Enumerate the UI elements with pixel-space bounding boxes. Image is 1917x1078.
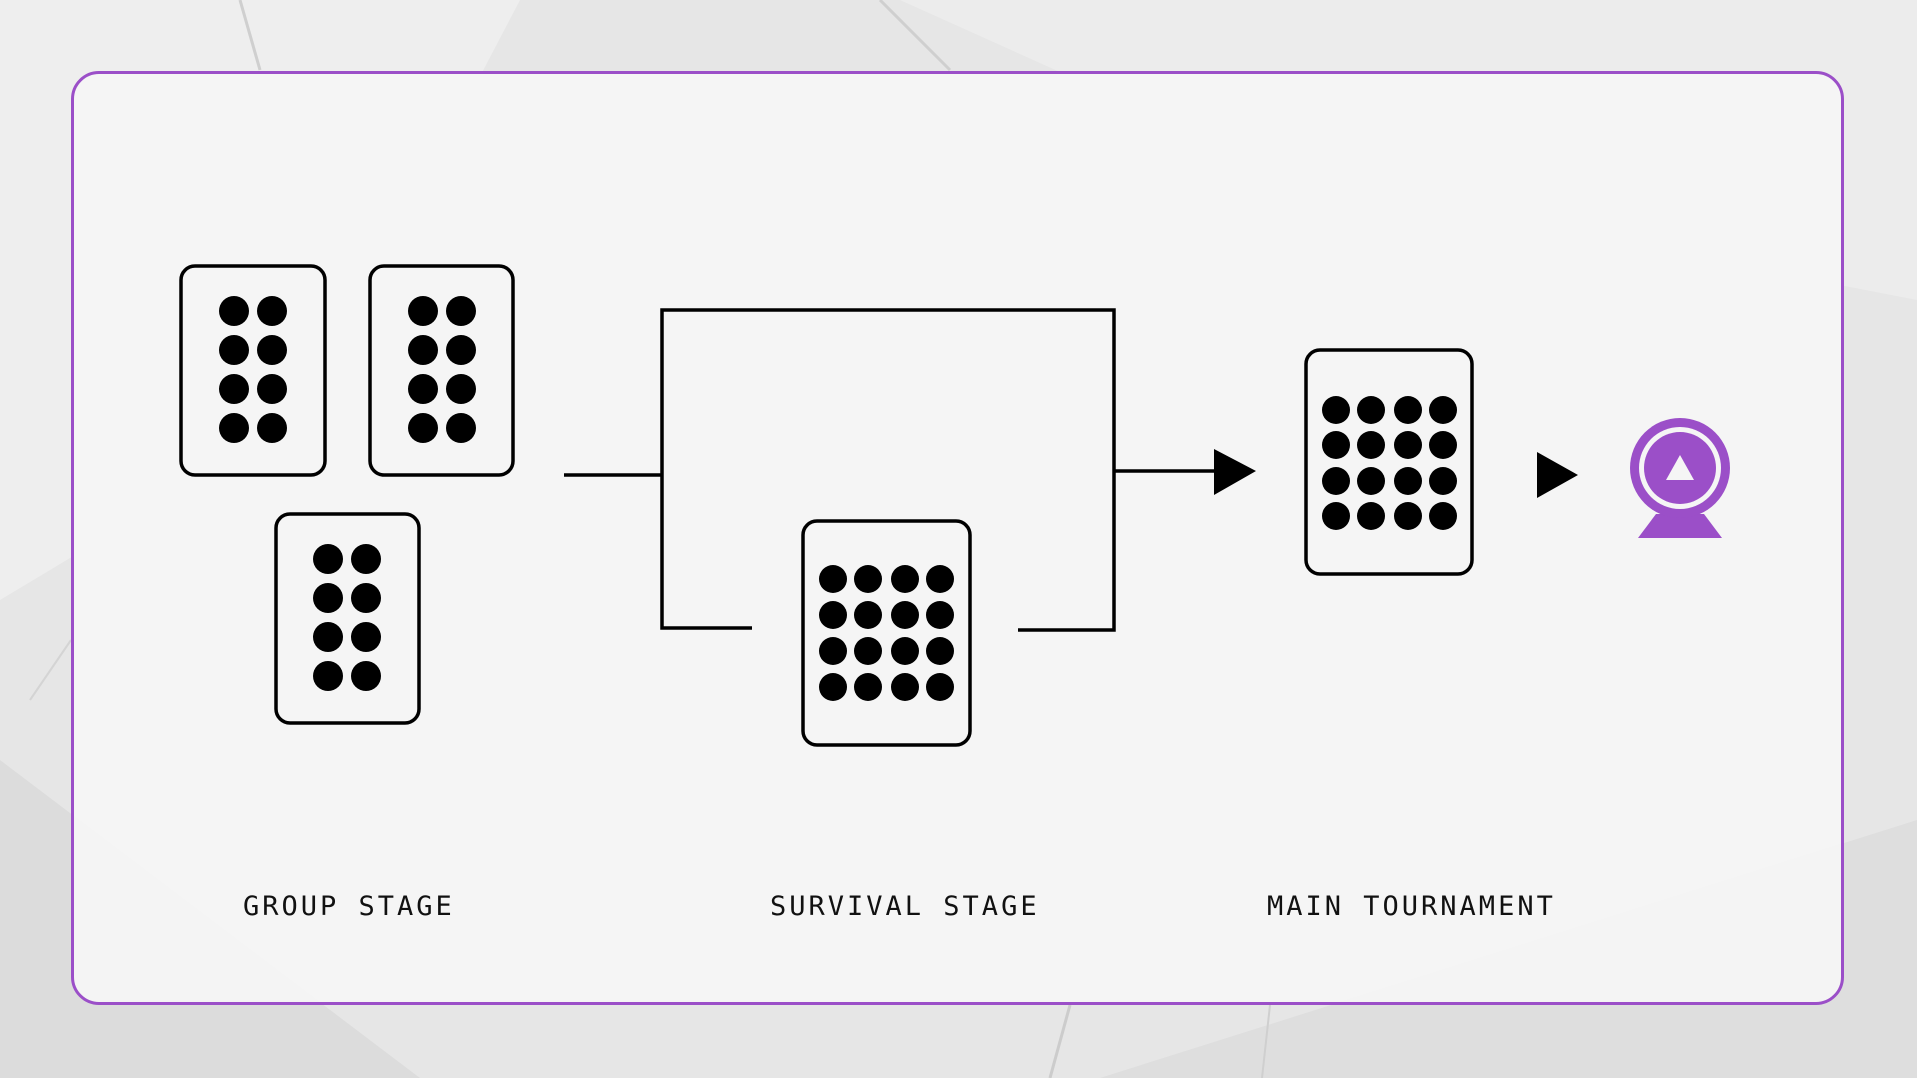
play-arrow-icon: [1537, 452, 1578, 498]
group-card-2: [368, 264, 515, 477]
group-card-3: [274, 512, 421, 725]
group-card-1: [179, 264, 327, 477]
trophy-icon: [1630, 418, 1730, 538]
group-stage-label: GROUP STAGE: [243, 891, 455, 922]
survival-bracket: [564, 308, 1218, 632]
main-tournament-card: [1304, 348, 1474, 576]
main-tournament-label: MAIN TOURNAMENT: [1267, 891, 1556, 922]
arrow-right-icon: [1214, 449, 1256, 495]
survival-stage-label: SURVIVAL STAGE: [770, 891, 1040, 922]
survival-card: [801, 519, 972, 747]
